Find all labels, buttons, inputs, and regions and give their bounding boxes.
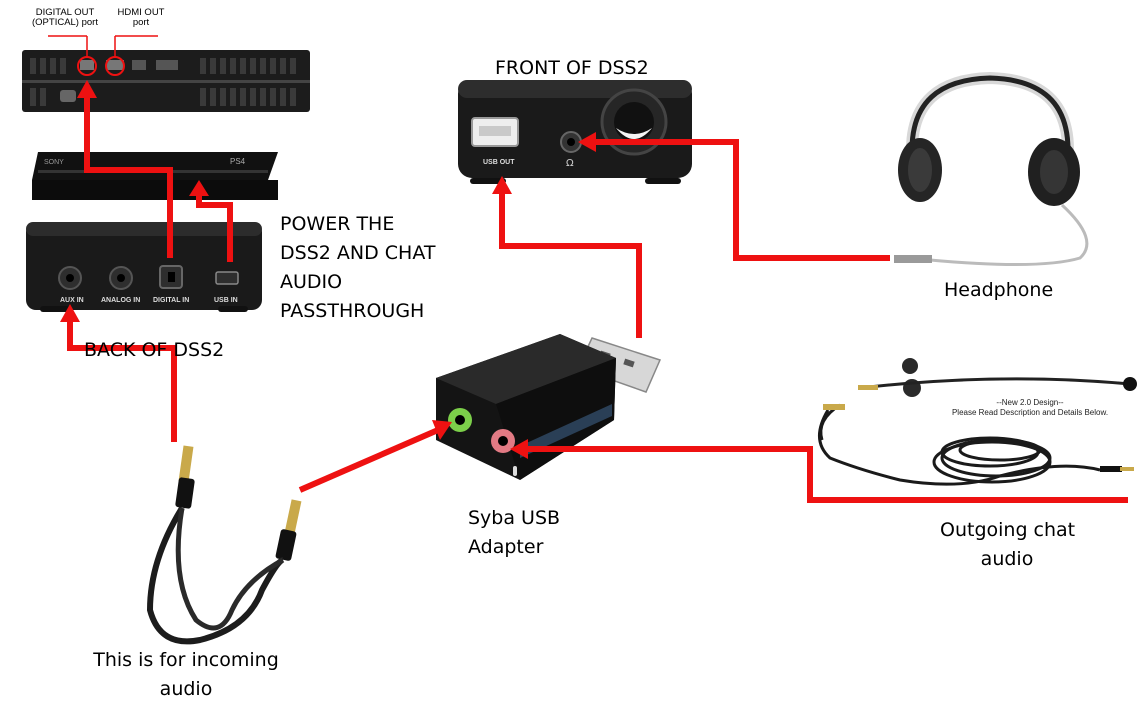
hdmi-out-label: HDMI OUT port [106,8,176,28]
ps4-front-icon: SONY PS4 [32,152,278,200]
incoming-audio-label: This is for incoming audio [86,646,286,704]
headphone-label: Headphone [944,279,1054,301]
aux-in-arrow-line [67,316,177,442]
sony-text: SONY [44,159,64,166]
usb-out-arrow-line [499,188,642,338]
ps4-rear-icon [22,35,310,112]
power-note-line-1: POWER THE [280,213,395,235]
usb-power-arrow-line [196,190,233,262]
headphone-arrow-line [590,139,890,261]
outgoing-line-1: Outgoing chat [940,519,1076,541]
outgoing-line-2: audio [980,548,1034,570]
connection-arrows [67,92,1128,503]
usb-adapter-icon [436,334,662,480]
incoming-line-1: This is for incoming [93,649,279,671]
digital-in-text: DIGITAL IN [153,297,189,304]
optical-arrow-line [84,92,173,258]
dss2-front-icon: USB OUT Ω [458,80,692,184]
hdmi-out-line-2: port [132,17,150,28]
power-note-line-4: PASSTHROUGH [280,300,425,322]
digital-out-line-2: (OPTICAL) port [32,17,98,28]
aux-in-text: AUX IN [60,297,84,304]
dss2-back-icon: AUX IN ANALOG IN DIGITAL IN USB IN [26,222,262,312]
svg-text:Ω: Ω [566,158,574,169]
incoming-line-2: audio [159,678,213,700]
mic-note-label: --New 2.0 Design-- Please Read Descripti… [930,398,1130,418]
usb-in-text: USB IN [214,297,238,304]
aux-cable-icon [146,445,302,645]
outgoing-arrow-line [524,446,1128,503]
incoming-arrow-line [298,427,440,493]
mic-note-line-2: Please Read Description and Details Belo… [951,408,1109,417]
usb-out-text: USB OUT [483,159,515,166]
hdmi-out-line-1: HDMI OUT [117,7,165,18]
power-note-line-3: AUDIO [280,271,343,293]
syba-line-2: Adapter [468,536,544,558]
power-note-label: POWER THE DSS2 AND CHAT AUDIO PASSTHROUG… [280,210,435,326]
arrow-heads [60,80,596,459]
headphone-icon [894,71,1089,267]
digital-out-line-1: DIGITAL OUT [35,7,95,18]
syba-line-1: Syba USB [468,507,561,529]
analog-in-text: ANALOG IN [101,297,140,304]
digital-out-label: DIGITAL OUT (OPTICAL) port [10,8,120,28]
mic-note-line-1: --New 2.0 Design-- [996,398,1064,407]
back-of-dss2-label: BACK OF DSS2 [84,339,225,361]
headset-mic-icon [818,358,1137,486]
ps4-text: PS4 [230,157,246,166]
power-note-line-2: DSS2 AND CHAT [280,242,436,264]
outgoing-chat-label: Outgoing chat audio [940,516,1076,574]
syba-adapter-label: Syba USB Adapter [468,504,560,562]
front-of-dss2-label: FRONT OF DSS2 [495,57,649,79]
